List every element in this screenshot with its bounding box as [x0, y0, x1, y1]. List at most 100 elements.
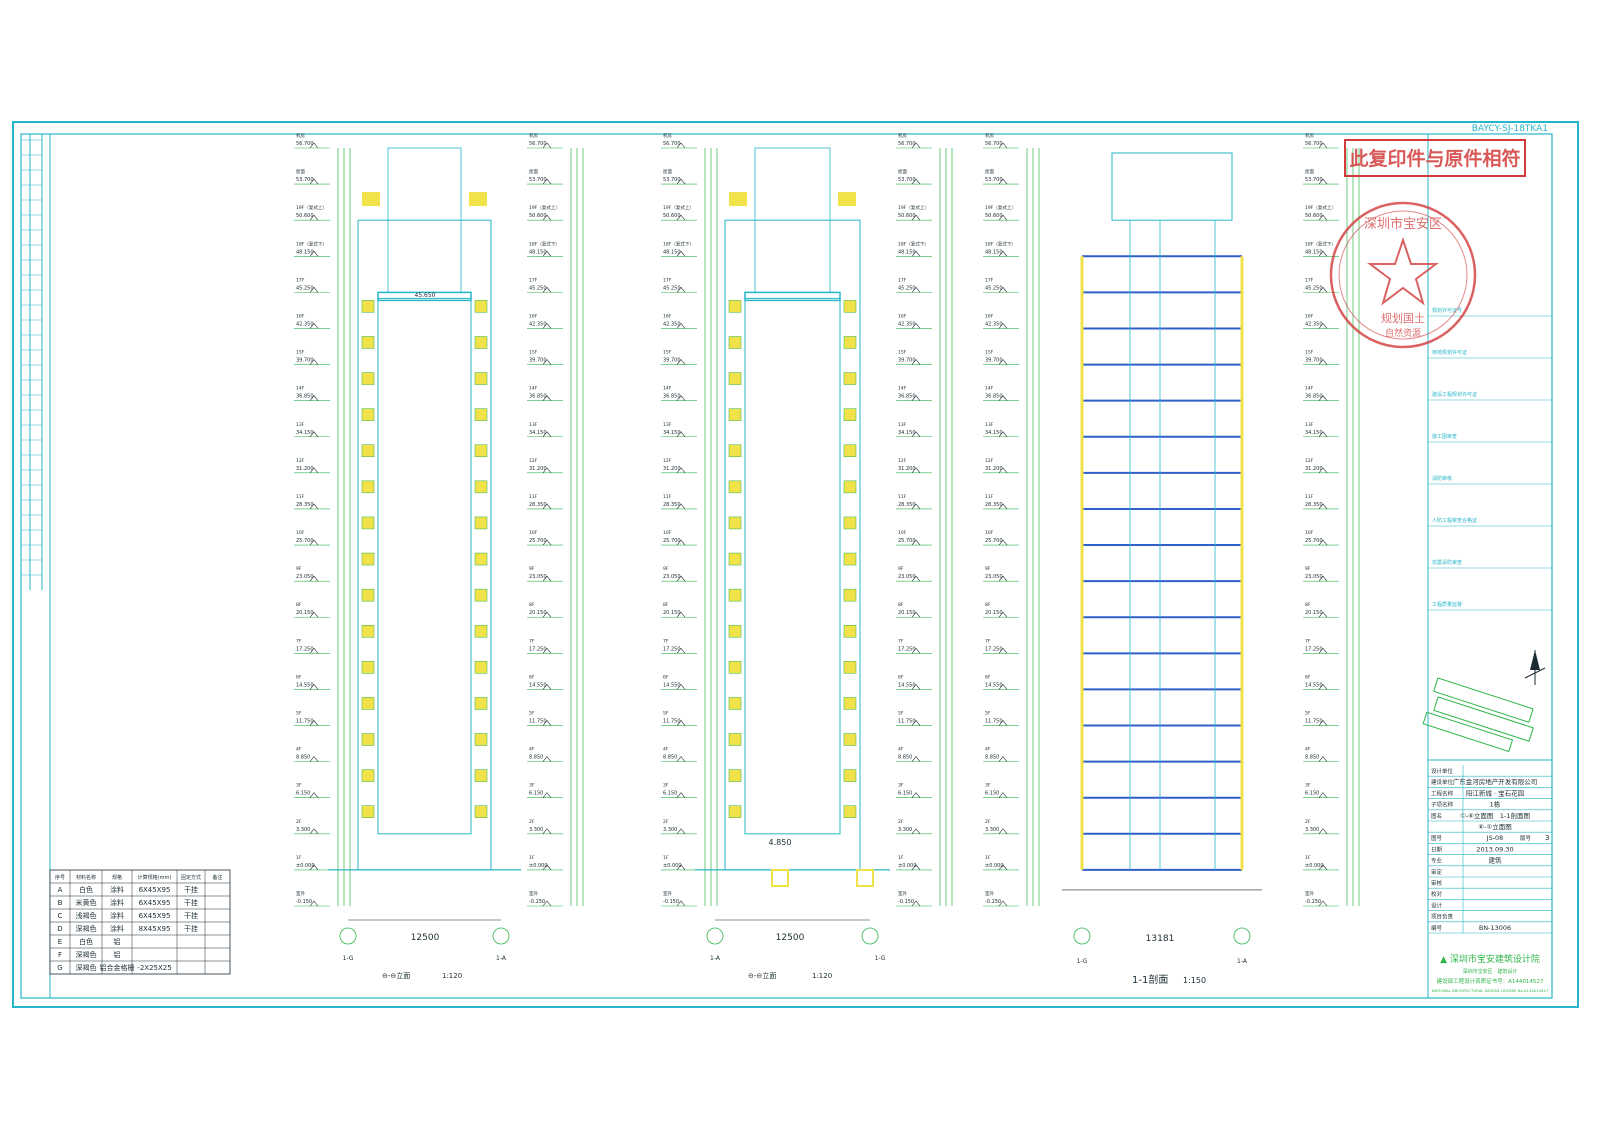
section-left-level-label: 室外: [985, 890, 994, 897]
schedule-cell: 深褐色: [76, 924, 97, 933]
mid-elev-left-level-value: 23.050: [663, 574, 681, 580]
mid-axis-width: 12500: [776, 933, 805, 943]
sheet-no-label: 版号: [1520, 834, 1532, 842]
mid-elev-right-level-label: 13F: [898, 422, 907, 428]
mid-elev-left-level-value: 39.700: [663, 358, 681, 364]
left-elev-right-level-value: ±0.000: [529, 863, 548, 869]
mid-elev-left-level-marker-icon: [676, 503, 686, 510]
titleblock-value: 建筑: [1489, 856, 1503, 865]
mid-elev-right-level-marker-icon: [911, 720, 921, 726]
mid-elev-left-level-marker-icon: [676, 611, 686, 618]
section-left-level-value: 56.700: [985, 141, 1003, 147]
approval-label: 人防工程审查合格证: [1432, 517, 1477, 524]
mid-elev-balcony-left: [728, 336, 742, 349]
left-elev-left-level-marker-icon: [309, 792, 319, 798]
left-elev-right-level-label: 1F: [529, 855, 535, 861]
mid-elev-left-level-marker-icon: [676, 395, 686, 401]
left-elev-balcony-left: [361, 444, 375, 458]
left-elev-left-level-value: 53.700: [296, 177, 314, 183]
left-elev-right-level-label: 16F: [529, 313, 538, 319]
left-elev-cornice: [377, 291, 472, 302]
left-elev-axis-bubble-a: [339, 927, 357, 945]
section-right-level-marker-icon: [1318, 900, 1328, 907]
section-left-level-label: 屋面: [985, 169, 994, 175]
section-left-level-label: 2F: [985, 819, 991, 825]
left-elev-right-level-label: 屋面: [529, 169, 538, 175]
mid-elev-balcony-right: [843, 588, 857, 602]
left-elev-left-level-marker-icon: [309, 142, 319, 149]
schedule-cell: 干挂: [184, 911, 198, 920]
left-elev-right-level-marker-icon: [542, 792, 552, 798]
left-elev-left-level-value: ±0.000: [296, 863, 315, 869]
mid-elev-right-level-label: 18F（复式下）: [898, 240, 929, 247]
left-elev-right-level-label: 7F: [529, 638, 535, 644]
mid-elev-left-level-marker-icon: [676, 142, 686, 149]
mid-elev-left-level-marker-icon: [676, 467, 686, 474]
mid-caption: ⊖-⊖立面: [748, 971, 776, 980]
left-binding-strip: [22, 134, 51, 998]
mid-elev-left-level-value: 50.600: [663, 213, 681, 219]
mid-elev-right-level-label: 11F: [898, 494, 907, 500]
left-elev-left-level-value: 23.050: [296, 574, 314, 580]
section-right-level-marker-icon: [1318, 756, 1328, 762]
mid-elev-left-level-value: 8.850: [663, 755, 677, 761]
section-left-level-marker-icon: [998, 720, 1008, 726]
schedule-cell: 浅褐色: [76, 911, 97, 920]
section-left-level-marker-icon: [998, 431, 1008, 437]
left-elev-right-level-value: 14.550: [529, 682, 547, 688]
left-elev-left-level-marker-icon: [309, 575, 319, 582]
section-left-level-label: 16F: [985, 313, 994, 319]
left-elev-balcony-left: [361, 300, 375, 313]
left-elev-left-level-marker-icon: [309, 467, 319, 474]
left-elev-left-level-value: 28.350: [296, 502, 314, 508]
section-left-level-value: 50.600: [985, 213, 1003, 219]
mid-elev-right-level-label: 室外: [898, 890, 907, 897]
section-left-level-marker-icon: [998, 322, 1008, 329]
section-right-level-marker-icon: [1318, 431, 1328, 437]
mid-elev-cornice: [744, 291, 841, 302]
mid-elev-balcony-left: [728, 588, 742, 602]
mid-elev-right-level-label: 12F: [898, 458, 907, 464]
certify-stamp: 此复印件与原件相符: [1344, 139, 1526, 177]
schedule-cell: 白色: [79, 885, 93, 894]
left-elev-right-level-label: 11F: [529, 494, 538, 500]
mid-elev-left-level-value: ±0.000: [663, 863, 682, 869]
section-right-level-label: 11F: [1305, 494, 1314, 500]
left-elev-left-level-value: 34.150: [296, 430, 314, 436]
left-elev-balcony-left: [361, 336, 375, 349]
mid-elev-right-level-label: 屋面: [898, 169, 907, 175]
mid-elev-left-level-value: 11.750: [663, 719, 681, 725]
mid-elev-balcony-left: [728, 300, 742, 313]
left-elev-left-level-marker-icon: [309, 683, 319, 690]
mid-elev-right-level-value: -0.150: [898, 899, 914, 905]
mid-elev-right-level-label: 机房: [898, 132, 907, 139]
left-elev-balcony-right: [474, 733, 488, 746]
mid-elev-left-level-label: 屋面: [663, 169, 672, 175]
certify-stamp-text: 此复印件与原件相符: [1349, 147, 1520, 170]
mid-elev-right-level-marker-icon: [911, 756, 921, 762]
mid-elev-left-level-value: 3.300: [663, 827, 677, 833]
mid-elev-right-level-value: 45.250: [898, 285, 916, 291]
left-elev-right-level-marker-icon: [542, 359, 552, 365]
sheet-no: 3: [1545, 834, 1549, 842]
section-right-level-label: 屋面: [1305, 169, 1314, 175]
title-block: 规划许可证号用地规划许可证建设工程规划许可证施工图审查消防审核人防工程审查合格证…: [1427, 134, 1552, 998]
left-axis-b: 1-A: [496, 955, 507, 962]
section-caption: 1-1剖面: [1132, 973, 1168, 986]
left-elev-balcony-left: [361, 372, 375, 385]
mid-elev-right-level-value: ±0.000: [898, 863, 917, 869]
mid-elev-left-level-value: 36.850: [663, 394, 681, 400]
left-elev-left-level-marker-icon: [309, 178, 319, 185]
left-elev-left-level-value: 20.150: [296, 610, 314, 616]
left-elev-balcony-left: [361, 516, 375, 530]
mid-elev-right-level-label: 5F: [898, 711, 904, 717]
schedule-cell: 8X45X95: [139, 925, 171, 933]
section-right-level-label: 7F: [1305, 638, 1311, 644]
mid-elev-right-level-value: 25.700: [898, 538, 916, 544]
schedule-cell: 铝合金格栅: [100, 963, 135, 972]
mid-elev-right-level-marker-icon: [911, 647, 921, 654]
mid-axis-b: 1-G: [875, 955, 886, 962]
titleblock-label: 编号: [1431, 924, 1443, 932]
section-left-level-label: 7F: [985, 638, 991, 644]
left-elev-right-level-value: 28.350: [529, 502, 547, 508]
